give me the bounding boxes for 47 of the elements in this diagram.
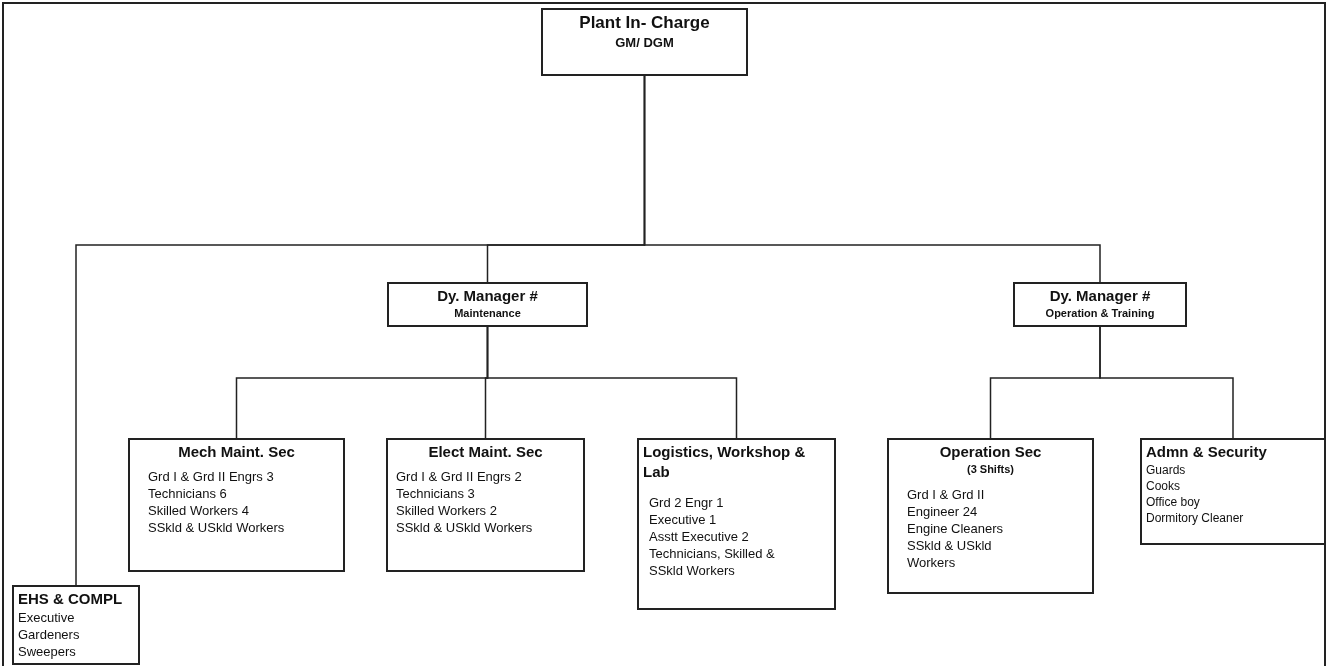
staff-line: SSkld & USkld Workers: [148, 519, 286, 536]
box-heading: Dy. Manager #: [436, 286, 539, 306]
box-heading: Plant In- Charge: [578, 12, 711, 34]
staff-line: Grd I & Grd II Engrs 3: [148, 468, 275, 485]
staff-line: Engine Cleaners: [907, 520, 1005, 537]
org-box: [1013, 282, 1187, 327]
box-heading: Elect Maint. Sec: [427, 442, 544, 462]
staff-line: Dormitory Cleaner: [1146, 510, 1245, 526]
staff-line: Grd I & Grd II Engineer 24: [907, 486, 986, 520]
box-subheading: Maintenance: [453, 306, 522, 320]
staff-line: Executive: [18, 609, 76, 626]
box-heading: Admn & Security: [1146, 442, 1268, 462]
connector-line: [486, 326, 738, 439]
staff-line: Executive 1: [649, 511, 718, 528]
org-box: [386, 438, 585, 572]
staff-line: Technicians, Skilled & SSkld Workers: [649, 545, 776, 579]
staff-line: Technicians 6: [148, 485, 228, 502]
staff-line: Skilled Workers 4: [148, 502, 250, 519]
org-box: [887, 438, 1094, 594]
box-heading: EHS & COMPL: [18, 589, 124, 609]
box-subheading: (3 Shifts): [965, 462, 1016, 476]
connector-line: [1099, 326, 1234, 439]
box-heading: Operation Sec: [938, 442, 1043, 462]
box-heading: Dy. Manager #: [1048, 286, 1152, 306]
staff-line: SSkld & USkld Workers: [907, 537, 993, 571]
org-box: [387, 282, 588, 327]
staff-line: Cooks: [1146, 478, 1181, 494]
staff-line: Grd I & Grd II Engrs 2: [396, 468, 523, 485]
staff-line: Skilled Workers 2: [396, 502, 498, 519]
staff-line: Gardeners: [18, 626, 81, 643]
org-box: [12, 585, 140, 665]
staff-line: Sweepers: [18, 643, 77, 660]
box-heading: Logistics, Workshop & Lab: [643, 442, 807, 482]
staff-line: Guards: [1146, 462, 1187, 478]
org-box: [541, 8, 748, 76]
connector-line: [75, 75, 646, 586]
org-box: [1140, 438, 1326, 545]
staff-line: Grd 2 Engr 1: [649, 494, 725, 511]
org-box: [637, 438, 836, 610]
staff-line: Technicians 3: [396, 485, 476, 502]
org-box: [128, 438, 345, 572]
staff-line: SSkld & USkld Workers: [396, 519, 534, 536]
staff-line: Asstt Executive 2: [649, 528, 750, 545]
box-subheading: GM/ DGM: [614, 34, 675, 51]
box-subheading: Operation & Training: [1044, 306, 1156, 320]
box-heading: Mech Maint. Sec: [177, 442, 296, 462]
staff-line: Office boy: [1146, 494, 1201, 510]
